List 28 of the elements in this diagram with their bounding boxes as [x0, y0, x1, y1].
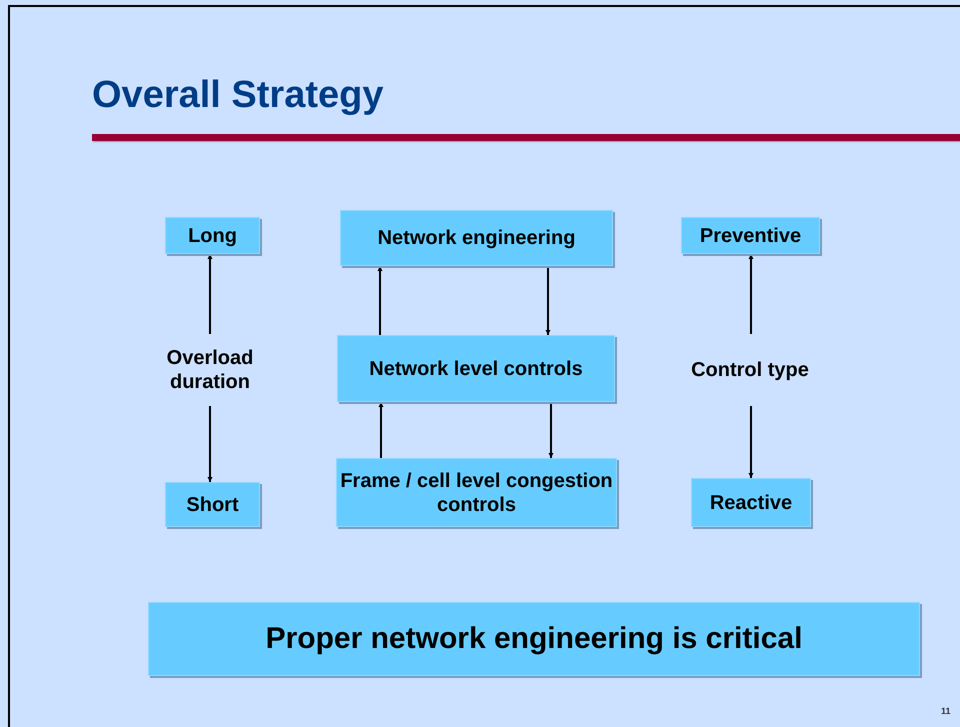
box-label: Long: [188, 224, 237, 248]
box-label: Preventive: [700, 224, 802, 248]
arrow: [208, 254, 212, 334]
arrow: [546, 266, 550, 335]
process-box: [681, 217, 820, 254]
process-box: [340, 210, 613, 266]
box-label: Short: [186, 492, 239, 516]
process-box: [165, 482, 260, 527]
box-label: Reactive: [710, 490, 792, 514]
arrow: [748, 406, 754, 478]
process-box: [336, 458, 617, 527]
process-box: [691, 478, 811, 527]
box-label: Network engineering: [378, 226, 576, 250]
box-label: Frame / cell level congestion controls: [339, 468, 614, 516]
process-box: [337, 335, 615, 402]
arrow: [378, 402, 384, 458]
box-label: Proper network engineering is critical: [266, 621, 802, 657]
page-number: 11: [941, 706, 951, 716]
process-box: [165, 217, 260, 254]
box-label: Network level controls: [369, 356, 583, 380]
arrow: [378, 266, 382, 335]
axis-label: Control type: [690, 340, 810, 400]
slide-title: Overall Strategy: [92, 74, 384, 117]
axis-label: Overload duration: [150, 340, 270, 400]
arrow: [748, 254, 754, 334]
banner-box: [148, 602, 920, 676]
arrow: [208, 406, 212, 482]
arrow: [548, 402, 554, 458]
